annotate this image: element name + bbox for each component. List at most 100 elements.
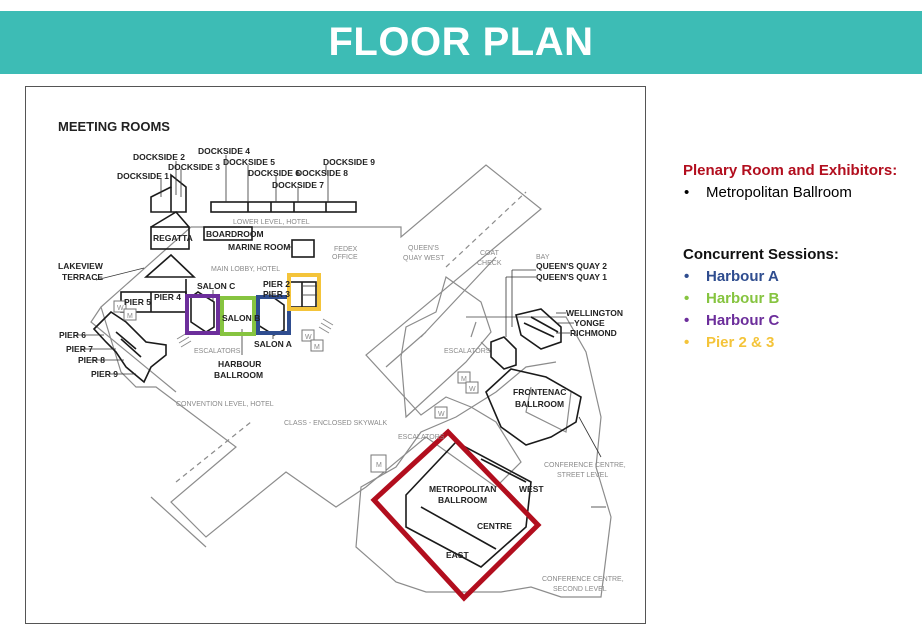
bullet-icon: • xyxy=(684,334,690,351)
room-label-centre: CENTRE xyxy=(477,521,512,531)
room-label-west: WEST xyxy=(519,484,544,494)
list-item: • Metropolitan Ballroom xyxy=(683,182,918,204)
washroom-m-icon: M xyxy=(461,376,467,383)
room-label-dockside-4: DOCKSIDE 4 xyxy=(198,146,250,156)
meeting-rooms-heading: MEETING ROOMS xyxy=(58,119,170,134)
list-item: • Harbour B xyxy=(683,288,918,310)
room-label-pier-8: PIER 8 xyxy=(78,355,105,365)
room-label-pier-5: PIER 5 xyxy=(124,297,151,307)
room-label-pier-2: PIER 2 xyxy=(263,279,290,289)
conference-centre-outline xyxy=(355,316,612,598)
room-label-richmond: RICHMOND xyxy=(570,328,617,338)
concurrent-heading: Concurrent Sessions: xyxy=(683,246,839,263)
harbour-b-highlight xyxy=(220,296,256,336)
washroom-w-icon: W xyxy=(469,386,476,393)
skywalk-dashed xyxy=(175,421,252,483)
quay-west-corridor xyxy=(385,256,497,368)
bullet-icon: • xyxy=(684,184,690,201)
area-label-convention-level: CONVENTION LEVEL, HOTEL xyxy=(176,401,274,408)
boardroom-room xyxy=(203,226,253,241)
dockside-block xyxy=(210,201,357,213)
area-labels: LOWER LEVEL, HOTEL MAIN LOBBY, HOTEL FED… xyxy=(176,219,626,593)
room-label-frontenac: FRONTENAC xyxy=(513,387,566,397)
room-label-metropolitan: METROPOLITAN xyxy=(429,484,496,494)
area-label-bay: BAY xyxy=(536,254,550,261)
room-label-dockside-8: DOCKSIDE 8 xyxy=(296,168,348,178)
leader-lines xyxy=(76,155,606,508)
regatta-room xyxy=(150,226,190,250)
room-label-wellington: WELLINGTON xyxy=(566,308,623,318)
session-label-harbour-c: Harbour C xyxy=(706,312,780,329)
room-label-dockside-5: DOCKSIDE 5 xyxy=(223,157,275,167)
washroom-w-icon: W xyxy=(117,305,124,312)
room-label-frontenac-ballroom: BALLROOM xyxy=(515,399,564,409)
coat-check-area xyxy=(400,276,492,419)
room-label-salon-c: SALON C xyxy=(197,281,235,291)
washroom-m-icon: M xyxy=(376,462,382,469)
room-label-east: EAST xyxy=(446,550,469,560)
west-wing-edge xyxy=(90,306,177,393)
plenary-heading: Plenary Room and Exhibitors: xyxy=(683,162,898,179)
stairs xyxy=(176,318,334,348)
plenary-item-label: Metropolitan Ballroom xyxy=(706,184,852,201)
area-label-second-level: SECOND LEVEL xyxy=(553,586,607,593)
room-label-dockside-1: DOCKSIDE 1 xyxy=(117,171,169,181)
area-label-main-lobby: MAIN LOBBY, HOTEL xyxy=(211,266,280,273)
room-labels: DOCKSIDE 2 DOCKSIDE 3 DOCKSIDE 1 DOCKSID… xyxy=(58,146,623,560)
bullet-icon: • xyxy=(684,312,690,329)
concurrent-list: • Harbour A • Harbour B • Harbour C • Pi… xyxy=(683,266,918,354)
skywalk-edge xyxy=(150,496,207,548)
room-label-dockside-9: DOCKSIDE 9 xyxy=(323,157,375,167)
room-label-harbour: HARBOUR xyxy=(218,359,261,369)
room-label-marine-room: MARINE ROOM xyxy=(228,242,290,252)
floor-outline xyxy=(90,164,612,598)
room-label-dockside-3: DOCKSIDE 3 xyxy=(168,162,220,172)
bullet-icon: • xyxy=(684,268,690,285)
legend-panel: Plenary Room and Exhibitors: • Metropoli… xyxy=(683,162,918,354)
area-label-queens: QUEEN'S xyxy=(408,245,439,252)
room-label-metropolitan-ballroom: BALLROOM xyxy=(438,495,487,505)
dockside-1-3-block xyxy=(150,173,187,213)
room-label-pier-6: PIER 6 xyxy=(59,330,86,340)
washroom-w-icon: W xyxy=(305,334,312,341)
room-label-terrace: TERRACE xyxy=(62,272,103,282)
session-label-harbour-a: Harbour A xyxy=(706,268,779,285)
room-label-queens-quay-1: QUEEN'S QUAY 1 xyxy=(536,272,607,282)
list-item: • Harbour C xyxy=(683,310,918,332)
room-label-boardroom: BOARDROOM xyxy=(206,229,264,239)
room-label-queens-quay-2: QUEEN'S QUAY 2 xyxy=(536,261,607,271)
room-label-dockside-6: DOCKSIDE 6 xyxy=(248,168,300,178)
salon-a-room xyxy=(257,294,285,336)
room-label-pier-3: PIER 3 xyxy=(263,289,290,299)
washroom-w-icon: W xyxy=(438,411,445,418)
session-label-harbour-b: Harbour B xyxy=(706,290,780,307)
session-label-pier-2-3: Pier 2 & 3 xyxy=(706,334,775,351)
area-label-escalators-centre: ESCALATORS xyxy=(444,348,491,355)
pier-2-3-highlight xyxy=(287,273,321,311)
harbour-a-highlight xyxy=(256,295,291,335)
list-item: • Harbour A xyxy=(683,266,918,288)
marine-room xyxy=(291,239,315,258)
lakeview-terrace xyxy=(143,253,196,278)
plenary-list: • Metropolitan Ballroom xyxy=(683,182,918,204)
room-label-dockside-2: DOCKSIDE 2 xyxy=(133,152,185,162)
washroom-m-icon: M xyxy=(127,313,133,320)
room-label-salon-a: SALON A xyxy=(254,339,292,349)
conference-centre-details xyxy=(470,321,572,433)
hotel-floor-outline xyxy=(100,164,542,538)
area-label-escalators-skywalk: ESCALATORS xyxy=(398,434,445,441)
washroom-m-icon: M xyxy=(314,344,320,351)
salon-c-room xyxy=(190,291,215,333)
page-title: FLOOR PLAN xyxy=(328,20,594,64)
area-label-quay-west: QUAY WEST xyxy=(403,255,445,262)
room-label-pier-7: PIER 7 xyxy=(66,344,93,354)
room-label-salon-b: SALON B xyxy=(222,313,260,323)
quay-west-dashed xyxy=(445,191,527,268)
room-label-dockside-7: DOCKSIDE 7 xyxy=(272,180,324,190)
area-label-escalators-hotel: ESCALATORS xyxy=(194,348,241,355)
room-label-pier-4: PIER 4 xyxy=(154,292,181,302)
area-label-coat: COAT xyxy=(480,250,500,257)
title-banner: FLOOR PLAN xyxy=(0,11,922,74)
floor-plan-drawing: W M W M M W M W xyxy=(58,119,626,602)
harbour-c-highlight xyxy=(185,294,220,335)
